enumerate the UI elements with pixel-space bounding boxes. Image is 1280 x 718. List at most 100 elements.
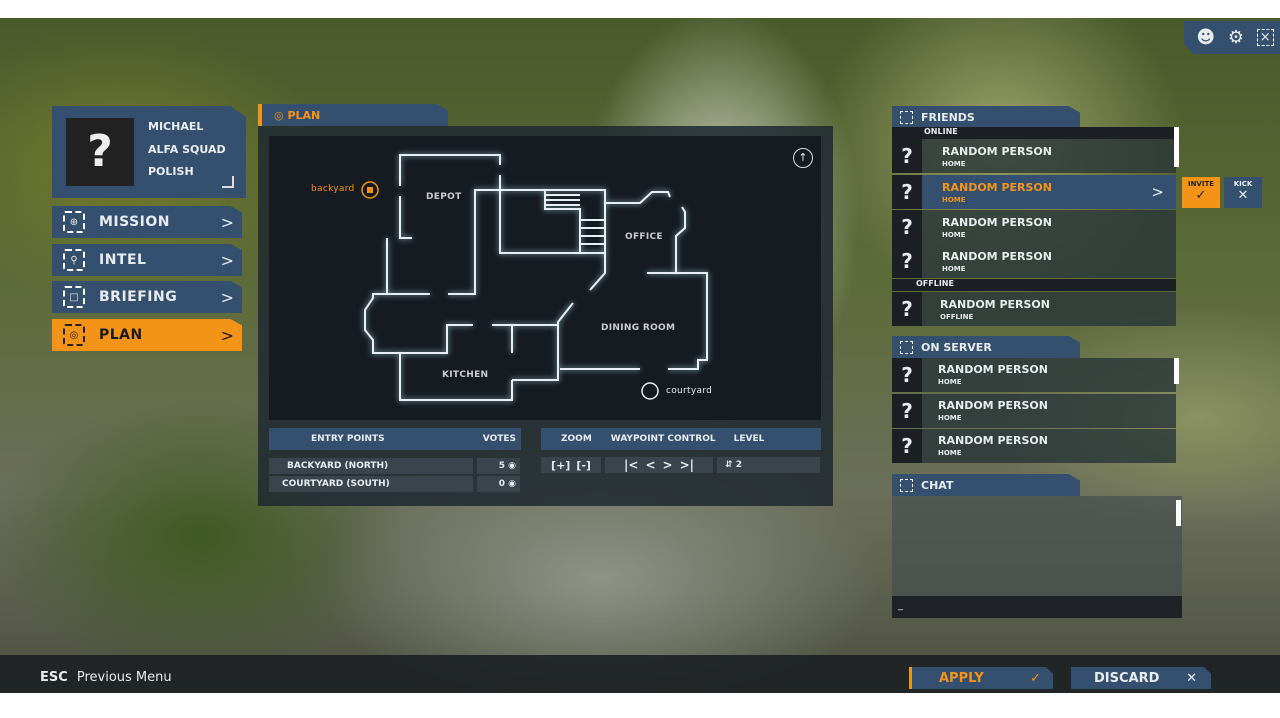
chat-icon [900, 478, 913, 492]
room-dining: DINING ROOM [601, 323, 676, 333]
gear-icon[interactable]: ⚙ [1227, 27, 1244, 48]
discard-button[interactable]: DISCARD✕ [1071, 667, 1211, 689]
player-name: RANDOM PERSON [938, 363, 1048, 376]
nav-mission[interactable]: ⊕MISSION> [52, 206, 242, 238]
invite-button[interactable]: INVITE✓ [1182, 177, 1220, 208]
corner-icon [222, 176, 234, 188]
online-section: ONLINE [892, 127, 1176, 139]
vote-button[interactable]: 0 ◉ [477, 476, 520, 492]
chat-input[interactable]: _ [892, 596, 1182, 618]
level-stepper[interactable]: ⇵ 2 [717, 457, 820, 473]
first-waypoint-icon[interactable]: |< [624, 458, 639, 472]
avatar: ? [892, 175, 922, 209]
friends-scrollbar[interactable] [1174, 127, 1179, 167]
server-player[interactable]: ? RANDOM PERSON HOME [892, 358, 1176, 392]
vote-count: 5 [498, 461, 505, 471]
friends-icon [900, 110, 913, 124]
friend-name: RANDOM PERSON [942, 181, 1052, 194]
esc-key: ESC [40, 670, 68, 685]
nav-intel[interactable]: ⚲ INTEL > [52, 244, 242, 276]
check-icon: ✓ [1030, 670, 1041, 686]
kick-button[interactable]: KICK✕ [1224, 177, 1262, 208]
chevron-right-icon: > [1151, 183, 1164, 201]
chevron-right-icon: > [220, 250, 234, 270]
next-waypoint-icon[interactable]: > [662, 458, 673, 472]
server-icon [900, 340, 913, 354]
player-profile-card: ? MICHAEL ALFA SQUAD POLISH [52, 106, 246, 198]
entry-row[interactable]: COURTYARD (SOUTH) [269, 476, 473, 492]
room-kitchen: KITCHEN [442, 370, 489, 380]
avatar: ? [892, 429, 922, 463]
prev-waypoint-icon[interactable]: < [645, 458, 656, 472]
nav-label: MISSION [99, 214, 171, 230]
friend-name: RANDOM PERSON [942, 216, 1052, 229]
nav-label: INTEL [99, 252, 147, 268]
friend-name: RANDOM PERSON [940, 298, 1050, 311]
room-depot: DEPOT [426, 192, 462, 202]
discard-label: DISCARD [1094, 670, 1160, 686]
bottom-bar [0, 655, 1280, 693]
friend-status: HOME [942, 265, 966, 273]
floor-plan-map[interactable]: ↑ [269, 136, 821, 420]
level-label: LEVEL [733, 434, 765, 444]
chevron-right-icon: > [220, 212, 234, 232]
player-name: RANDOM PERSON [938, 434, 1048, 447]
entry-row[interactable]: BACKYARD (NORTH) [269, 458, 473, 474]
apply-label: APPLY [939, 670, 984, 686]
compass-icon[interactable]: ↑ [793, 148, 813, 168]
chat-scrollbar[interactable] [1176, 500, 1181, 526]
offline-section: OFFLINE [892, 279, 1176, 291]
backyard-marker[interactable] [361, 181, 379, 199]
fullscreen-icon[interactable]: × [1256, 29, 1274, 46]
avatar: ? [892, 244, 922, 278]
chevron-right-icon: > [220, 287, 234, 307]
nav-briefing[interactable]: □ BRIEFING > [52, 281, 242, 313]
folder-icon: □ [63, 286, 85, 308]
check-icon: ✓ [1195, 188, 1207, 203]
nav-label: PLAN [99, 327, 143, 343]
zoom-label: ZOOM [561, 434, 592, 444]
waypoint-label: WAYPOINT CONTROL [610, 434, 716, 444]
updown-icon[interactable]: ⇵ [725, 460, 733, 470]
avatar: ? [66, 118, 134, 186]
last-waypoint-icon[interactable]: >| [679, 458, 694, 472]
courtyard-marker[interactable] [641, 382, 659, 400]
avatar: ? [892, 139, 922, 173]
avatar: ? [892, 394, 922, 428]
controls-header: ZOOM WAYPOINT CONTROL LEVEL [541, 428, 821, 450]
plan-tab: ◎ PLAN [258, 104, 448, 126]
target-icon: ◎ [63, 324, 85, 346]
vote-button[interactable]: 5 ◉ [477, 458, 520, 474]
zoom-in-icon[interactable]: [+] [551, 458, 571, 472]
friend-status: HOME [942, 231, 966, 239]
vote-icon: ◉ [508, 479, 516, 489]
nav-plan[interactable]: ◎PLAN> [52, 319, 242, 351]
avatar: ? [892, 210, 922, 244]
server-scrollbar[interactable] [1174, 358, 1179, 384]
back-hint[interactable]: ESC Previous Menu [40, 670, 172, 685]
zoom-out-icon[interactable]: [-] [576, 458, 591, 472]
nav-label: BRIEFING [99, 289, 178, 305]
kick-label: KICK [1233, 180, 1253, 188]
friend-item[interactable]: ? RANDOM PERSON HOME [892, 210, 1176, 244]
search-icon: ⚲ [63, 249, 85, 271]
invite-label: INVITE [1187, 180, 1215, 188]
friends-header: FRIENDS [892, 106, 1080, 128]
apply-button[interactable]: APPLY ✓ [909, 667, 1053, 689]
player-status: HOME [938, 378, 962, 386]
chat-log [892, 496, 1182, 596]
player-squad: ALFA SQUAD [148, 143, 226, 156]
profile-icon[interactable]: ☻ [1196, 27, 1216, 48]
avatar: ? [892, 358, 922, 392]
player-name: MICHAEL [148, 120, 204, 133]
friend-status: HOME [942, 160, 966, 168]
friend-status: OFFLINE [940, 313, 974, 321]
level-value: 2 [735, 460, 742, 470]
